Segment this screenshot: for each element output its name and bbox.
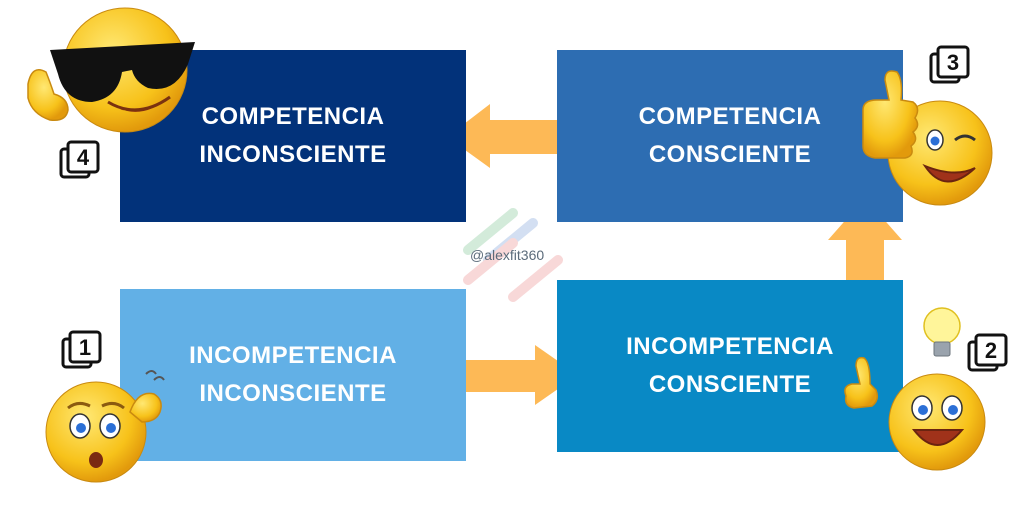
arrow-left [447,104,576,168]
badge-3: 3 [929,45,970,84]
box-line: INCOMPETENCIA [189,342,397,369]
box-incompetencia-inconsciente: INCOMPETENCIA INCONSCIENTE [120,289,466,461]
watermark-logo-icon [463,208,563,302]
watermark-text: @alexfit360 [470,247,545,263]
badge-4-label: 4 [77,145,90,170]
badge-1: 1 [61,330,102,369]
idea-lightbulb-emoji-icon [844,307,986,471]
badge-4: 4 [59,140,100,179]
badge-3-label: 3 [947,50,959,75]
box-line: INCONSCIENTE [199,380,387,407]
cool-sunglasses-emoji-icon [27,7,195,133]
box-line: COMPETENCIA [638,103,822,130]
arrow-right [450,345,578,405]
confused-scratching-head-emoji-icon [45,370,165,483]
box-line: COMPETENCIA [201,103,385,130]
thumbs-up-wink-emoji-icon [862,70,993,206]
badge-2: 2 [967,333,1008,372]
box-competencia-consciente: COMPETENCIA CONSCIENTE [557,50,903,222]
box-line: CONSCIENTE [648,371,812,398]
box-line: INCONSCIENTE [199,141,387,168]
box-line: INCOMPETENCIA [626,333,834,360]
badge-2-label: 2 [985,338,997,363]
box-line: CONSCIENTE [648,141,812,168]
badge-1-label: 1 [79,335,91,360]
box-incompetencia-consciente: INCOMPETENCIA CONSCIENTE [557,280,903,452]
